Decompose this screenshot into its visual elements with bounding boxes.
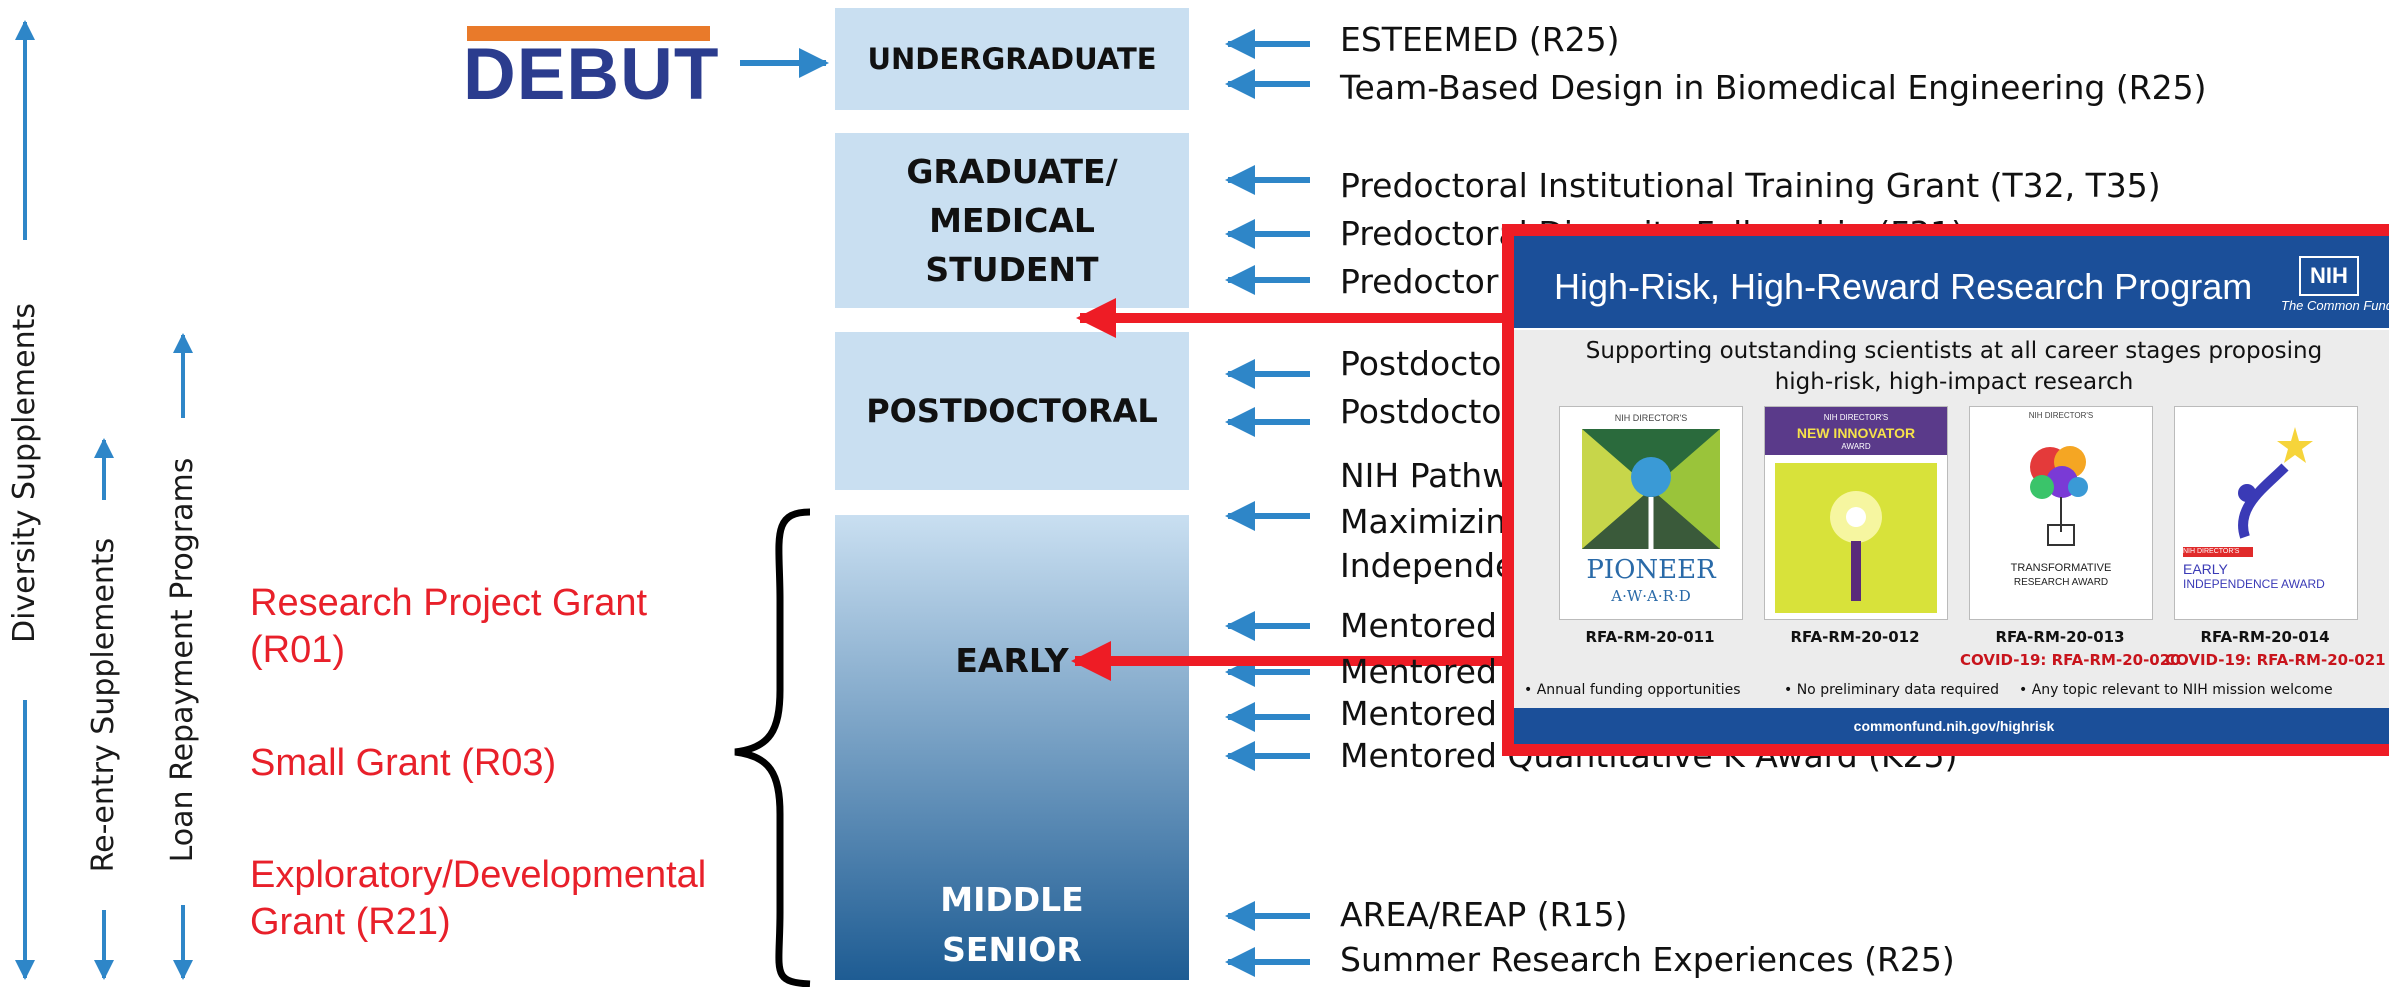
rfa-pioneer: RFA-RM-20-011	[1585, 628, 1715, 646]
stage-box-postdoctoral	[835, 332, 1189, 490]
program-mentored-1: Mentored	[1340, 606, 1497, 645]
hrp-header	[1514, 236, 2389, 328]
stage-box-graduate	[835, 133, 1189, 308]
rfa-early-independence: RFA-RM-20-014	[2200, 628, 2330, 646]
early-independence-award-image: NIH DIRECTOR'S EARLY INDEPENDENCE AWARD	[2174, 406, 2358, 620]
hrp-bullets: • Annual funding opportunities • No prel…	[1524, 682, 2333, 698]
program-postdoc-2: Postdocto	[1340, 392, 1502, 431]
program-maximizing: Maximizin	[1340, 502, 1507, 541]
debut-logo: DEBUT	[463, 34, 720, 115]
program-postdoc-1: Postdocto	[1340, 344, 1502, 383]
diversity-supplements-label: Diversity Supplements	[7, 302, 42, 644]
loan-repayment-label: Loan Repayment Programs	[165, 457, 200, 863]
nih-logo: NIH	[2299, 256, 2359, 296]
program-arrows	[1225, 29, 1310, 977]
transformative-award-image: NIH DIRECTOR'S TRANSFORMATIVE RESEARCH A…	[1969, 406, 2153, 620]
program-summer-research: Summer Research Experiences (R25)	[1340, 940, 1955, 979]
stage-box-early-middle	[835, 515, 1189, 980]
stage-box-undergraduate	[835, 8, 1189, 110]
program-predoc-training: Predoctoral Institutional Training Grant…	[1340, 166, 2161, 205]
stage-early: EARLY	[955, 640, 1069, 680]
program-independence: Independe	[1340, 546, 1516, 585]
grant-r01: Research Project Grant (R01)	[250, 582, 648, 671]
rfa-new-innovator: RFA-RM-20-012	[1790, 628, 1920, 646]
covid-transformative: COVID-19: RFA-RM-20-020	[1960, 651, 2181, 669]
hrp-title: High-Risk, High-Reward Research Program	[1554, 266, 2253, 307]
stage-middle-senior: MIDDLE SENIOR	[940, 880, 1084, 969]
rfa-transformative: RFA-RM-20-013	[1995, 628, 2125, 646]
reentry-supplements-label: Re-entry Supplements	[86, 537, 121, 873]
stage-undergraduate: UNDERGRADUATE	[867, 42, 1157, 76]
debut-logo-bar	[467, 26, 710, 41]
program-mentored-2: Mentored	[1340, 652, 1497, 691]
grant-r21: Exploratory/Developmental Grant (R21)	[250, 854, 707, 943]
hrp-subtitle: Supporting outstanding scientists at all…	[1585, 338, 2323, 395]
program-team-based-design: Team-Based Design in Biomedical Engineer…	[1340, 68, 2207, 107]
stage-postdoctoral: POSTDOCTORAL	[866, 392, 1158, 430]
program-predoc-3: Predoctor	[1340, 262, 1499, 301]
high-risk-program-panel: High-Risk, High-Reward Research Program …	[1502, 224, 2389, 756]
covid-early-independence: COVID-19: RFA-RM-20-021	[2165, 651, 2386, 669]
grant-r03: Small Grant (R03)	[250, 742, 557, 784]
program-mentored-3: Mentored	[1340, 694, 1497, 733]
new-innovator-award-image: NIH DIRECTOR'S NEW INNOVATOR AWARD	[1764, 406, 1948, 620]
stage-graduate: GRADUATE/ MEDICAL STUDENT	[906, 152, 1118, 289]
hrp-url: commonfund.nih.gov/highrisk	[1514, 708, 2389, 744]
pioneer-award-image: NIH DIRECTOR'S PIONEER A·W·A·R·D	[1559, 406, 1743, 620]
curly-brace	[734, 508, 811, 987]
program-nih-pathway: NIH Pathw	[1340, 456, 1510, 495]
program-area-reap: AREA/REAP (R15)	[1340, 895, 1628, 934]
common-fund-label: The Common Fund	[2281, 298, 2389, 313]
program-esteemed: ESTEEMED (R25)	[1340, 20, 1620, 59]
